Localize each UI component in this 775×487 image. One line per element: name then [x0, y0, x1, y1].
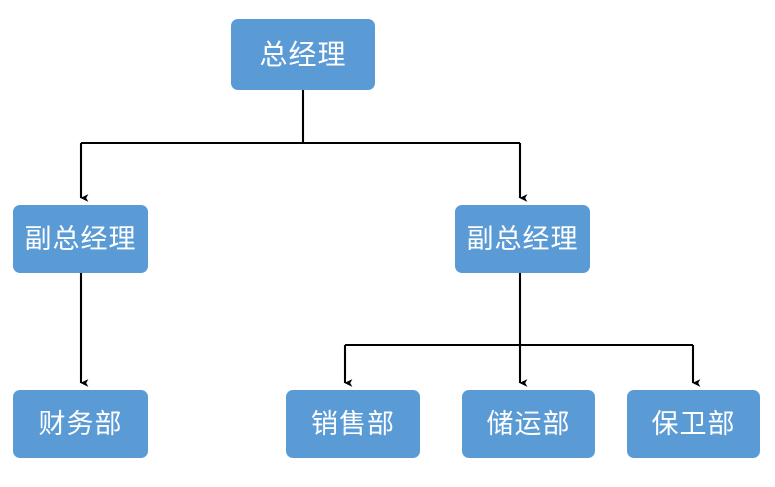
node-deputy-general-manager-left[interactable]: 副总经理	[13, 205, 148, 273]
node-finance-department[interactable]: 财务部	[13, 390, 148, 458]
node-label: 副总经理	[466, 223, 579, 254]
node-label: 保卫部	[651, 408, 736, 439]
node-label: 财务部	[38, 408, 123, 439]
node-general-manager[interactable]: 总经理	[231, 19, 375, 90]
node-deputy-general-manager-right[interactable]: 副总经理	[455, 205, 590, 273]
edge-gm-to-vps	[79, 90, 528, 202]
node-label: 总经理	[259, 38, 347, 70]
node-label: 储运部	[486, 408, 571, 439]
node-label: 副总经理	[24, 223, 137, 254]
node-storage-transport-department[interactable]: 储运部	[462, 390, 595, 458]
edge-vpright-to-departments	[343, 273, 701, 387]
node-security-department[interactable]: 保卫部	[627, 390, 760, 458]
node-label: 销售部	[311, 408, 395, 439]
node-sales-department[interactable]: 销售部	[286, 390, 420, 458]
